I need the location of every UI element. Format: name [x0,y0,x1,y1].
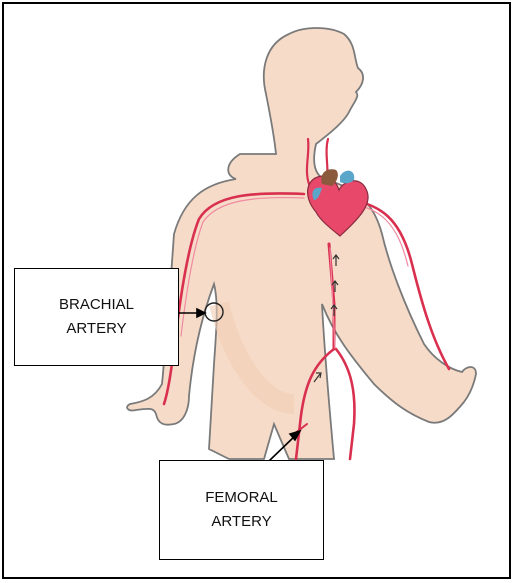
brachial-artery-label: BRACHIAL ARTERY [14,268,179,366]
femoral-label-line1: FEMORAL [205,486,278,510]
diagram-frame: BRACHIAL ARTERY FEMORAL ARTERY [2,2,511,579]
human-body-outline [127,28,476,459]
femoral-artery-label: FEMORAL ARTERY [159,460,324,560]
brachial-label-line2: ARTERY [66,317,126,341]
femoral-label-line2: ARTERY [211,510,271,534]
brachial-label-line1: BRACHIAL [59,293,134,317]
